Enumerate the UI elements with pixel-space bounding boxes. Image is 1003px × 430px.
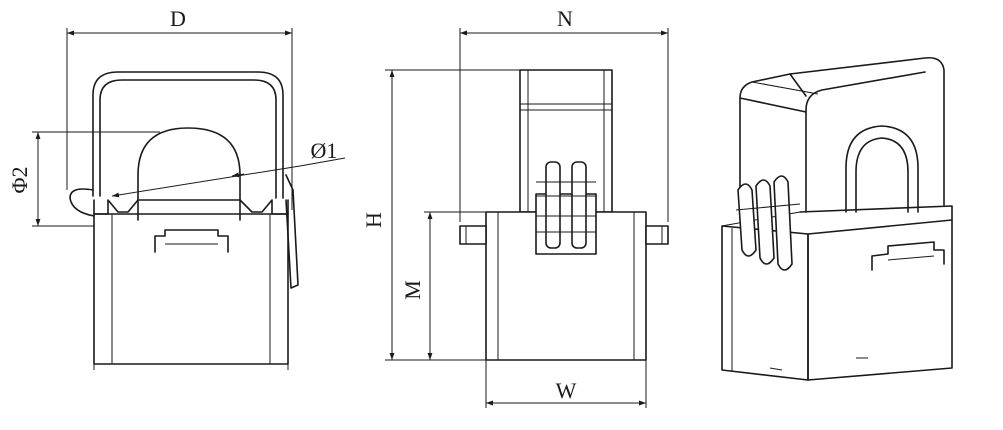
iso-knuckle-1 [737, 183, 757, 257]
label-phi1: Ø1 [311, 138, 338, 163]
iso-housing-edge-3 [751, 81, 819, 95]
label-n: N [557, 6, 573, 31]
iso-body-top-face [799, 205, 953, 235]
front-latch-right [285, 174, 299, 289]
side-tab-left [459, 225, 487, 245]
side-view: N H M W [361, 6, 669, 408]
side-knuckle-2 [571, 161, 587, 249]
label-w: W [556, 378, 577, 403]
phi1-leader-left [111, 165, 301, 198]
front-bracket [154, 229, 229, 253]
phi1-leader-right [299, 157, 346, 167]
front-view: D Ø1 Φ2 [7, 6, 346, 370]
iso-bracket-line [887, 255, 935, 261]
front-teeth-left [93, 199, 139, 215]
iso-knuckle-line [735, 203, 801, 211]
label-phi2: Φ2 [7, 166, 32, 193]
label-d: D [170, 6, 186, 31]
front-spring-left [69, 188, 95, 217]
front-core-dome [137, 127, 241, 221]
iso-housing-edge-1 [789, 73, 807, 97]
side-tab-right [645, 225, 669, 245]
label-m: M [400, 280, 425, 300]
front-clip-inner [99, 79, 277, 199]
front-body [93, 213, 289, 365]
phi1-arrow [231, 172, 245, 178]
iso-bottom-mark-2 [769, 367, 783, 371]
side-top-tower [519, 69, 613, 213]
iso-housing-inner [805, 71, 926, 213]
front-clip-outer [92, 71, 284, 199]
iso-body-right [807, 219, 953, 381]
iso-bracket [871, 241, 945, 271]
label-h: H [361, 212, 386, 228]
side-hinge-plate [535, 193, 597, 255]
iso-window-outer [845, 125, 919, 213]
side-knuckle-1 [545, 161, 561, 249]
isometric-view [721, 56, 953, 381]
iso-housing-edge-2 [739, 97, 807, 113]
iso-window-inner [855, 137, 909, 213]
front-teeth-right [239, 199, 289, 215]
iso-knuckle-2 [755, 179, 775, 265]
iso-knuckle-3 [773, 175, 793, 271]
